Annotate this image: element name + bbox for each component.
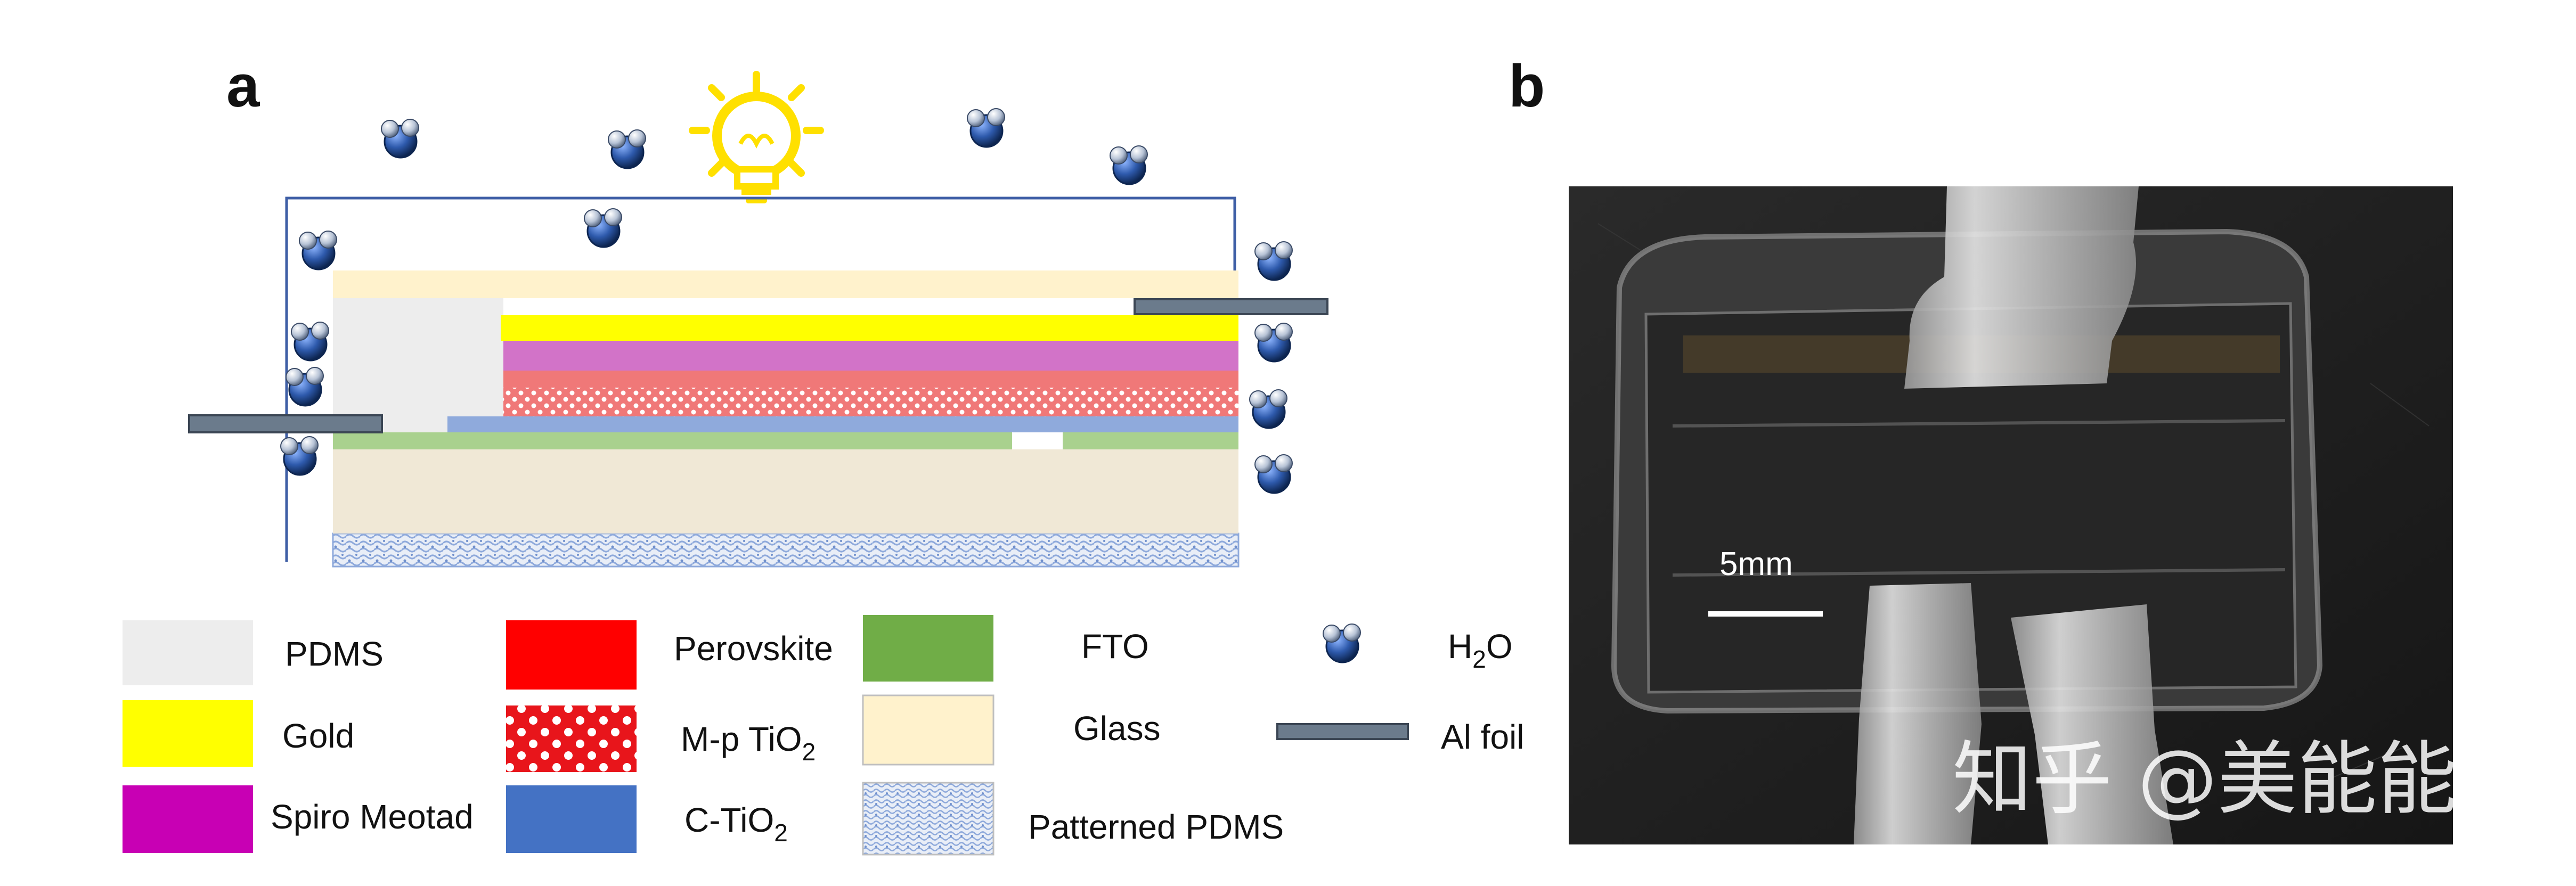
glass-substrate-layer [333,449,1238,534]
pdms-encapsulant [333,298,503,432]
legend-label-patterned-pdms: Patterned PDMS [1028,808,1284,846]
water-molecule-icon [1109,145,1148,185]
legend-label-gold: Gold [282,717,354,755]
water-molecule-icon [966,108,1006,148]
legend-swatch-perovskite [506,620,637,690]
mp-tio2-pattern [503,388,1238,416]
legend-label-spiro: Spiro Meotad [271,798,474,836]
scale-bar [1708,611,1823,617]
scale-bar-label: 5mm [1719,546,1793,583]
patterned-pdms-layer [332,532,1240,568]
watermark: 知乎 @美能能源 [1952,733,2537,826]
panel-b-label: b [1509,53,1545,119]
panel-a-label: a [226,53,260,119]
legend-water-molecule-icon [1322,623,1362,663]
water-molecule-icon [285,366,324,407]
legend-swatch-gold [123,700,253,767]
legend-swatch-al-foil [1276,723,1409,740]
fto-layer-left [333,432,1012,449]
device-cross-section [188,270,1328,568]
c-tio2-layer [447,416,1238,432]
water-molecule-icon [1249,389,1288,429]
legend: PDMS Gold Spiro Meotad Perovskite M-p Ti… [123,615,1525,856]
legend-label-al-foil: Al foil [1441,718,1525,756]
legend-swatch-c-tio2 [506,785,637,853]
legend-swatch-pdms [123,620,253,685]
device-photo: 5mm [1569,186,2453,844]
legend-swatch-fto [863,615,993,682]
aluminum-tape-bottom-right [2011,604,2173,844]
legend-label-h2o: H2O [1448,627,1513,673]
aluminum-tape-top [1904,186,2139,389]
spiro-meotad-layer [503,341,1238,371]
al-foil-right [1134,298,1328,315]
top-glass-layer [333,270,1238,298]
water-molecule-icon [1254,241,1293,281]
legend-swatch-glass [862,694,994,766]
legend-label-mp-tio2: M-p TiO2 [681,720,816,766]
legend-label-c-tio2: C-TiO2 [684,801,788,847]
perovskite-layer [503,371,1238,388]
legend-label-pdms: PDMS [285,635,384,673]
water-molecule-icon [290,321,330,362]
legend-swatch-patterned-pdms [862,782,994,856]
gold-electrode-layer [501,315,1238,341]
light-bulb-icon [689,71,824,203]
fto-layer-right [1063,432,1238,449]
al-foil-left [188,414,383,433]
water-molecule-icon [1254,322,1293,363]
legend-label-fto: FTO [1081,627,1149,666]
legend-swatch-mp-tio2-pattern [506,705,637,772]
legend-label-perovskite: Perovskite [674,629,833,668]
water-molecule-icon [607,129,647,169]
water-molecule-icon [583,208,623,248]
aluminum-tape-bottom-left [1854,583,1982,844]
legend-swatch-spiro [123,785,253,853]
water-molecule-icon [380,118,420,159]
water-molecule-icon [1254,454,1293,494]
water-molecule-icon [298,230,338,270]
legend-label-glass: Glass [1073,709,1161,748]
